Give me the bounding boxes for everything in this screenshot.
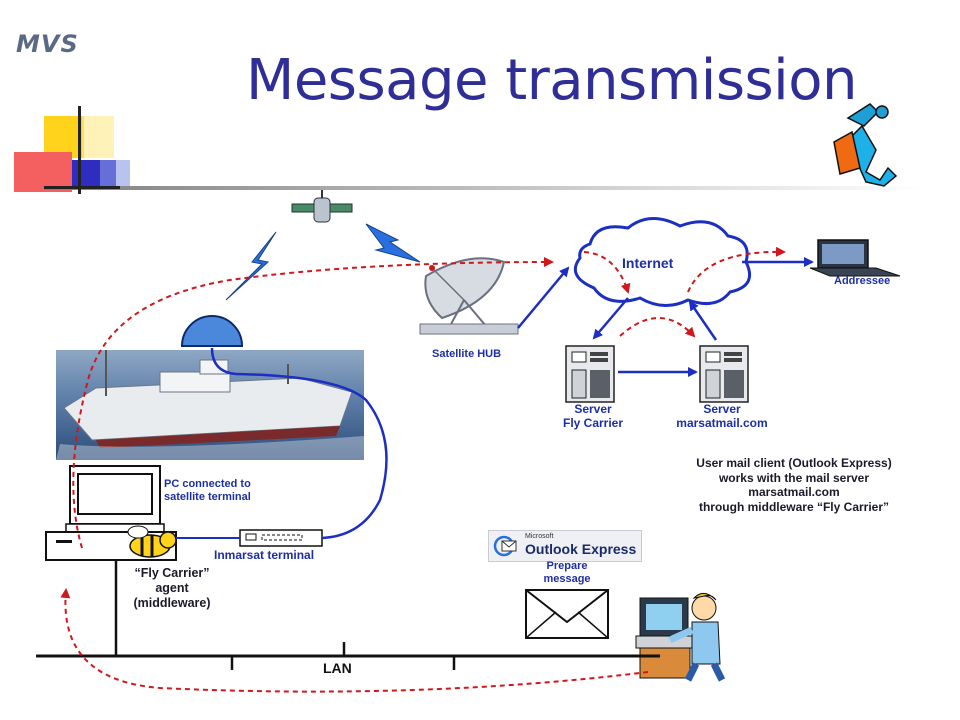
satellite-hub-label: Satellite HUB: [432, 348, 502, 360]
inmarsat-terminal-icon: [239, 529, 323, 547]
inmarsat-terminal-label: Inmarsat terminal: [214, 548, 315, 562]
envelope-icon: [525, 589, 609, 639]
office-worker-clipart: [635, 593, 726, 682]
mvs-logo: MVS: [16, 30, 79, 58]
addressee-label: Addressee: [834, 275, 891, 287]
outlook-brand-small: Microsoft: [525, 533, 554, 540]
outlook-express-icon: [493, 535, 517, 557]
outlook-brand-text: Outlook Express: [525, 541, 637, 557]
bee-agent-icon: [127, 525, 177, 558]
ship-photo: [56, 350, 364, 460]
fly-carrier-agent-label: “Fly Carrier” agent (middleware): [133, 566, 211, 610]
lan-label: LAN: [323, 660, 352, 676]
ship-dome-antenna: [180, 315, 244, 347]
pc-label: PC connected to satellite terminal: [164, 478, 251, 503]
server-fly-carrier-label: Server Fly Carrier: [562, 402, 624, 430]
mail-client-note: User mail client (Outlook Express) works…: [696, 456, 892, 514]
lightning-right-icon: [365, 223, 421, 263]
server-marsatmail-label: Server marsatmail.com: [676, 402, 768, 430]
slide-title: Message transmission: [246, 48, 857, 113]
running-man-clipart: [833, 103, 898, 187]
header-decoration: [14, 106, 924, 194]
satellite-hub-dish-icon: [419, 257, 519, 335]
lan-bus: [36, 560, 660, 670]
laptop-icon: [809, 239, 901, 277]
blue-links: [176, 257, 814, 540]
lightning-left-icon: [225, 231, 277, 301]
satellite-icon: [291, 190, 353, 223]
prepare-message-label: Prepare message: [543, 560, 591, 585]
server-marsatmail-icon: [699, 345, 749, 403]
server-fly-carrier-icon: [565, 345, 615, 403]
internet-label: Internet: [622, 255, 674, 271]
internet-cloud: [573, 217, 751, 307]
red-dashed-message-path: [60, 246, 786, 693]
outlook-express-logo: Microsoft Outlook Express: [488, 530, 642, 562]
